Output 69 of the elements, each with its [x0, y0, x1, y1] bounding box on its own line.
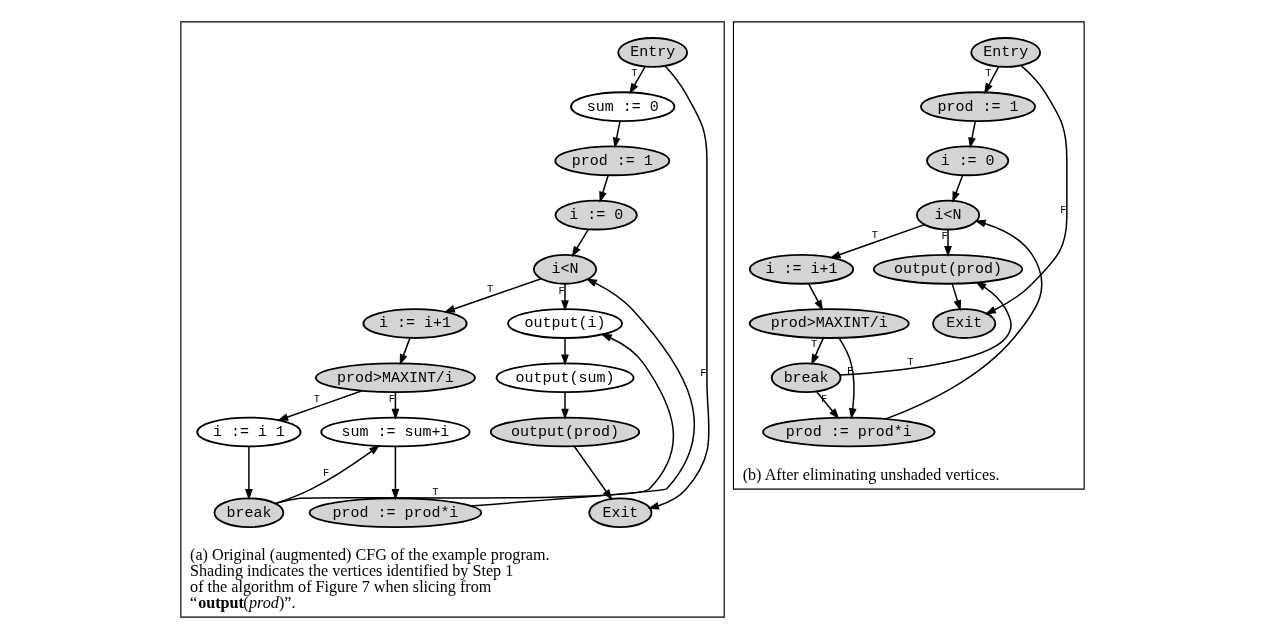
node-ellipse: i := i 1: [196, 416, 302, 448]
arrow: [571, 228, 590, 258]
node-ellipse: output(i): [507, 308, 623, 339]
arrow: [391, 445, 400, 501]
node-ellipse: sum := 0: [570, 91, 676, 122]
arrow: [647, 65, 710, 510]
arrow: [829, 223, 926, 259]
node-ellipse: sum := sum+i: [320, 416, 471, 448]
edge-label: T: [811, 338, 818, 351]
arrow: [443, 277, 542, 313]
arrow: [274, 444, 381, 505]
edge-label: F: [846, 364, 854, 377]
node-ellipse: break: [213, 497, 285, 529]
arrow: [952, 174, 964, 203]
edge-label: T: [313, 393, 320, 406]
node-ellipse: prod := prod*i: [762, 416, 936, 448]
edge-label: T: [487, 282, 494, 295]
arrow: [599, 174, 609, 203]
node-ellipse: output(sum): [495, 362, 635, 394]
node-ellipse: prod>MAXINT/i: [314, 362, 476, 394]
arrow: [277, 390, 363, 421]
arrow: [811, 337, 824, 366]
node-ellipse: prod := 1: [554, 145, 671, 177]
node-ellipse: i := 0: [554, 199, 638, 231]
arrow: [838, 337, 857, 420]
arrow: [561, 283, 569, 312]
node-ellipse: prod := prod*i: [308, 497, 483, 529]
edge-label: T: [985, 67, 992, 80]
arrow: [885, 219, 1043, 420]
edge-label: T: [631, 67, 638, 80]
node-ellipse: output(prod): [489, 416, 641, 448]
edge-label: F: [820, 392, 828, 405]
arrow: [839, 281, 1012, 376]
edge-label: F: [941, 230, 948, 243]
arrow: [561, 391, 569, 420]
node-ellipse: i := i+1: [748, 253, 855, 285]
arrow: [399, 337, 411, 366]
edge-label: F: [700, 366, 707, 379]
edge-label: T: [871, 228, 879, 241]
edge-label: F: [1060, 204, 1067, 217]
node-ellipse: output(prod): [872, 253, 1024, 285]
edge-label: T: [907, 355, 914, 368]
arrow: [561, 337, 569, 366]
arrow: [951, 283, 962, 312]
edge-label: F: [322, 466, 330, 479]
arrow: [968, 120, 977, 149]
arrow: [470, 278, 696, 507]
arrow: [612, 120, 621, 149]
edge-label: F: [388, 393, 396, 406]
node-ellipse: prod := 1: [920, 91, 1036, 122]
edge-label: T: [432, 485, 439, 498]
arrow: [984, 65, 1000, 95]
node-ellipse: prod>MAXINT/i: [748, 308, 910, 339]
edge-label: F: [558, 284, 565, 297]
arrow: [984, 64, 1068, 315]
node-ellipse: break: [770, 362, 842, 394]
arrow: [274, 333, 675, 505]
arrow: [629, 65, 646, 95]
node-ellipse: i := i+1: [362, 308, 468, 339]
arrow: [816, 391, 840, 420]
node-ellipse: Exit: [588, 497, 653, 529]
node-ellipse: Entry: [617, 37, 689, 68]
node-ellipse: i<N: [915, 199, 981, 231]
node-ellipse: Entry: [970, 37, 1042, 68]
arrow: [573, 445, 613, 501]
arrow: [808, 283, 824, 311]
arrow: [944, 229, 952, 258]
arrow: [245, 445, 253, 501]
node-ellipse: i := 0: [926, 145, 1010, 177]
